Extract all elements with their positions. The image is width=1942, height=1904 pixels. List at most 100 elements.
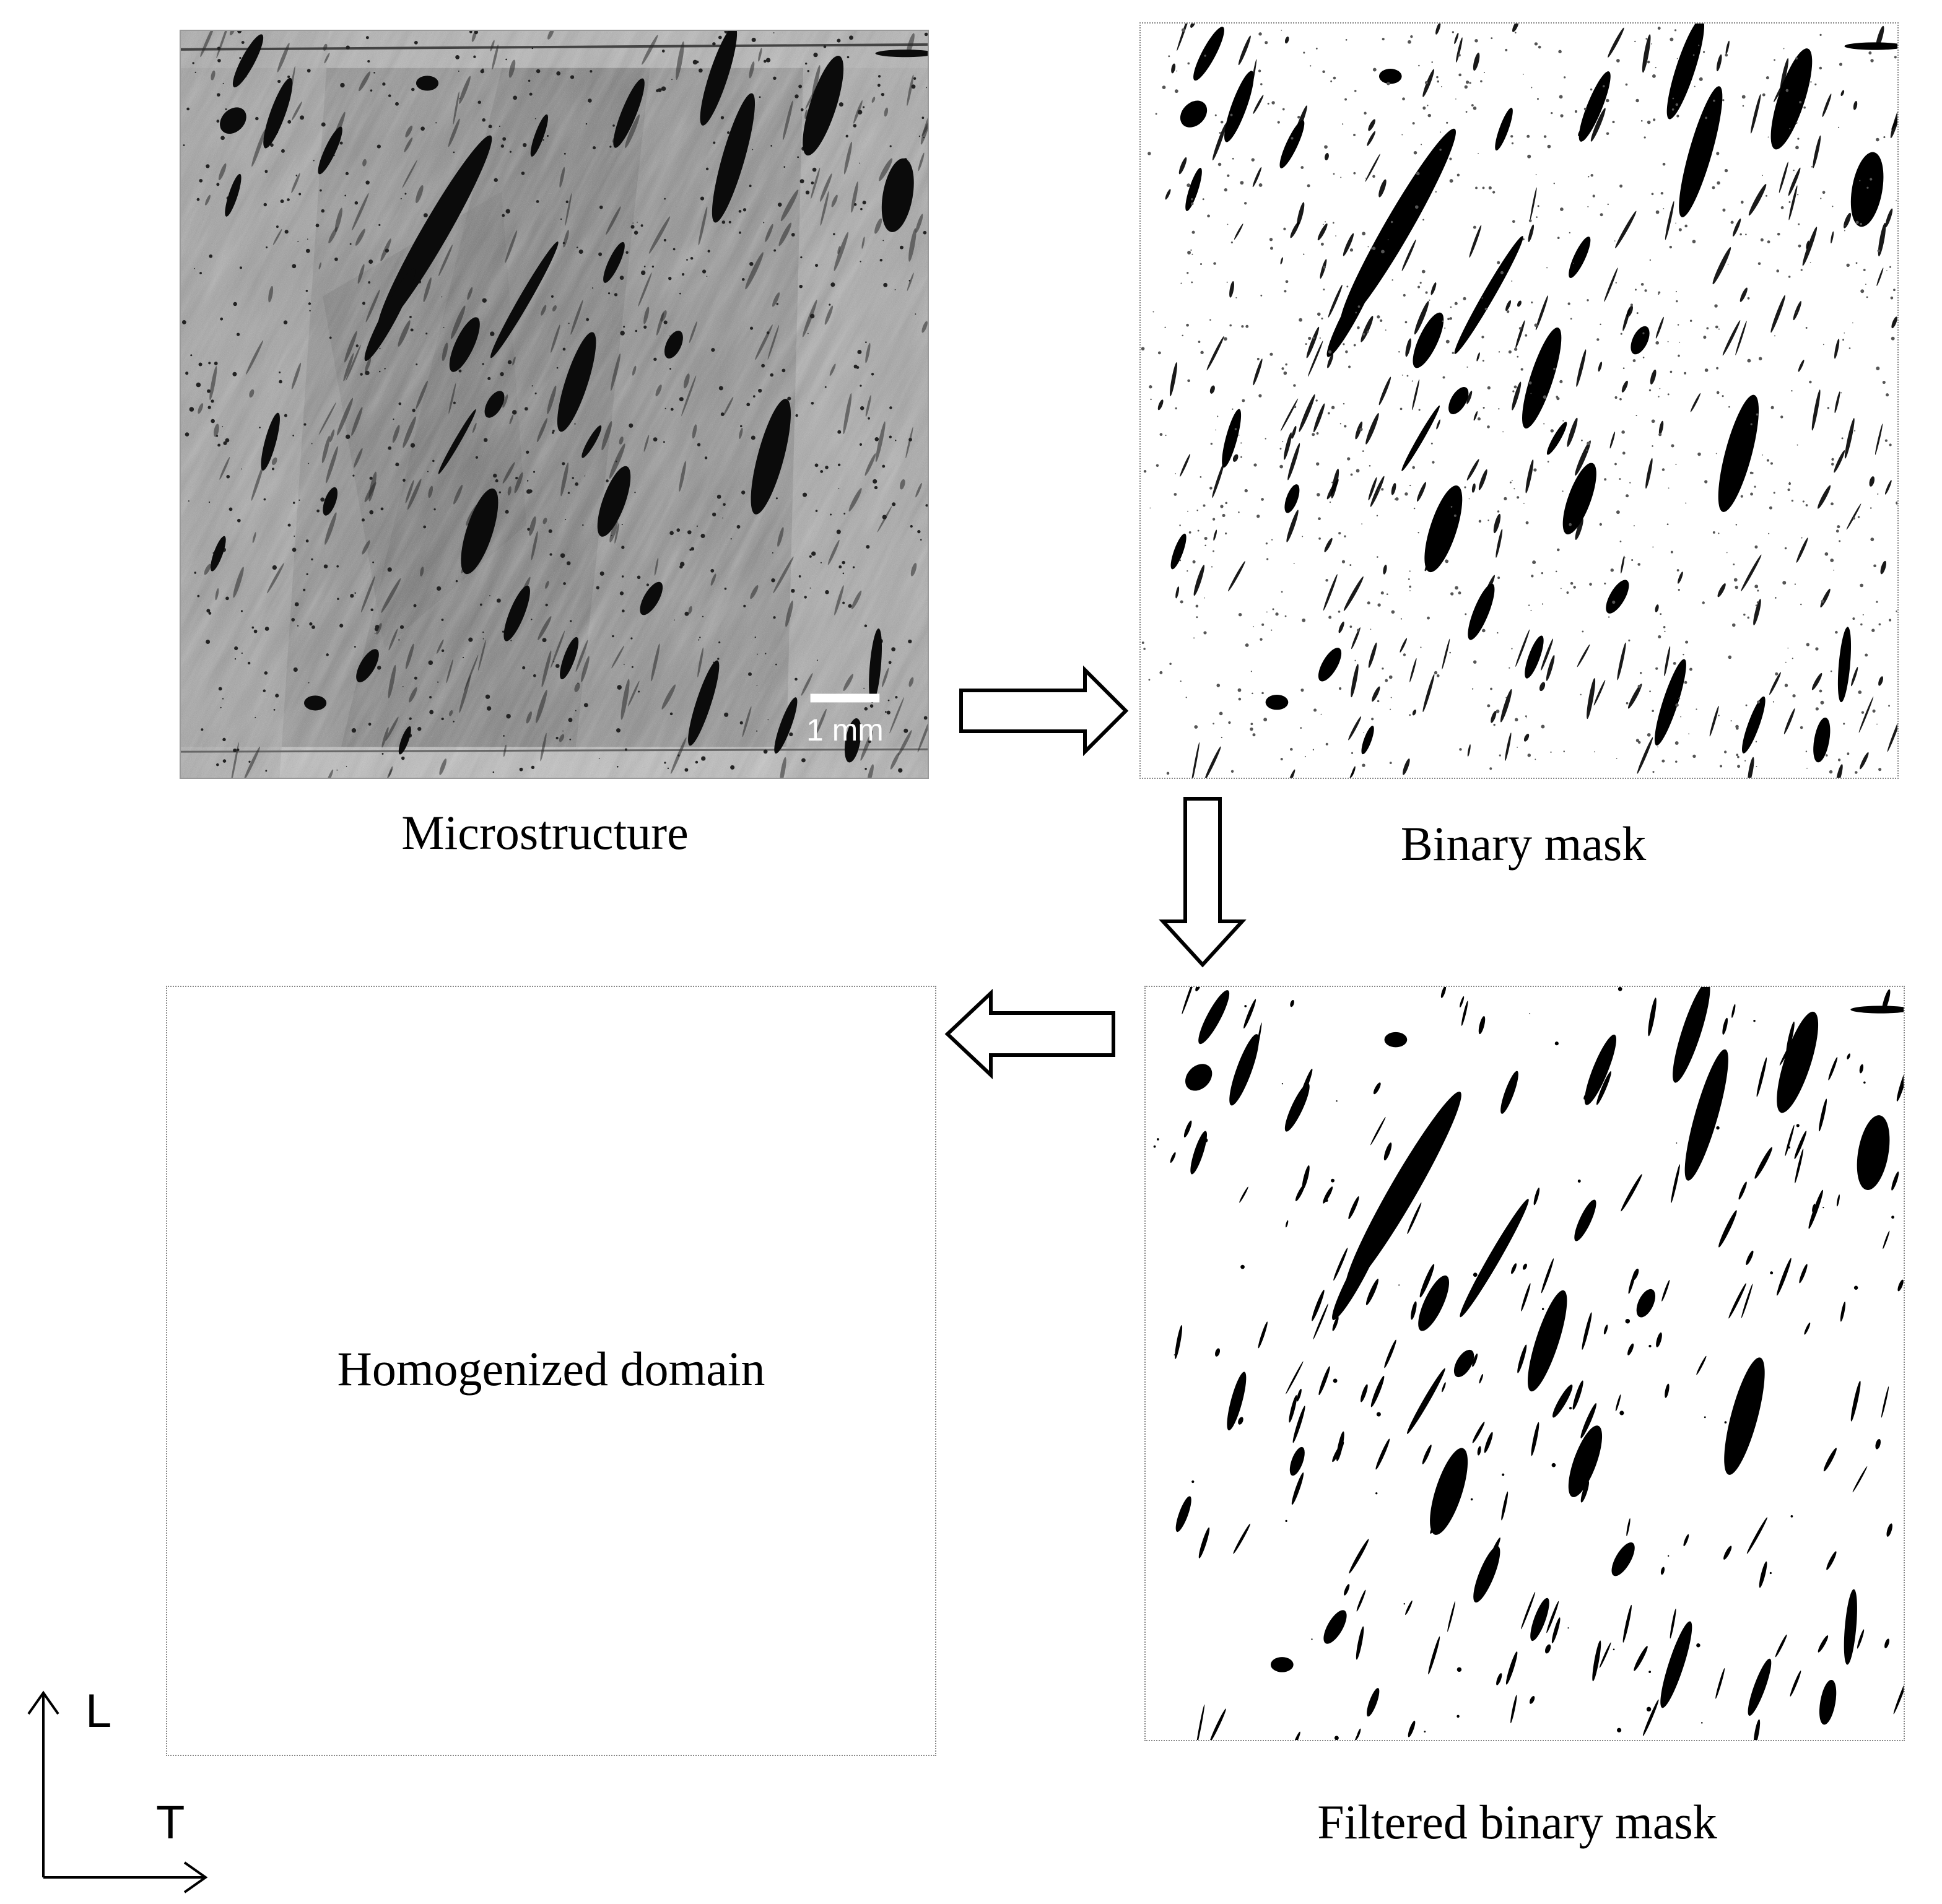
speckle-dot [1757, 589, 1759, 592]
speckle-dot [677, 754, 680, 757]
streak-shape [898, 730, 912, 756]
streak-shape [1604, 267, 1618, 302]
streak-shape [812, 65, 821, 98]
speckle-dot [869, 704, 874, 708]
streak-shape [381, 578, 401, 613]
speckle-dot [1829, 770, 1833, 774]
speckle-dot [387, 567, 392, 572]
streak-shape [1826, 1551, 1837, 1570]
streak-shape [536, 418, 548, 443]
speckle-dot [1143, 648, 1146, 650]
speckle-dot [1458, 591, 1461, 594]
streak-shape [1777, 1258, 1792, 1296]
speckle-dot [1293, 563, 1295, 565]
speckle-dot [874, 437, 879, 441]
streak-shape [874, 218, 882, 234]
speckle-dot [222, 698, 224, 700]
speckle-dot [1487, 425, 1490, 428]
streak-shape [551, 324, 560, 353]
speckle-dot [1191, 230, 1195, 234]
streak-shape [1572, 1380, 1583, 1410]
speckle-dot [468, 637, 473, 642]
speckle-dot [1452, 352, 1454, 354]
speckle-dot [1200, 350, 1204, 354]
speckle-dot [1791, 499, 1794, 502]
streak-shape [1858, 696, 1874, 733]
streak-shape [1836, 1194, 1840, 1207]
streak-shape [1875, 424, 1883, 455]
speckle-dot [1237, 688, 1242, 692]
speckle-dot [1168, 55, 1170, 58]
speckle-dot [707, 250, 710, 253]
speckle-dot [1209, 487, 1213, 490]
speckle-dot [1570, 318, 1572, 320]
speckle-dot [1253, 626, 1255, 628]
streak-shape [1885, 208, 1893, 228]
speckle-dot [395, 463, 399, 467]
speckle-dot [1835, 529, 1839, 533]
speckle-dot [1156, 464, 1159, 467]
speckle-dot [1344, 535, 1346, 537]
speckle-dot [1670, 370, 1673, 373]
speckle-dot [1614, 396, 1618, 399]
streak-shape [689, 321, 697, 343]
speckle-dot [1481, 336, 1484, 339]
streak-shape [1741, 554, 1762, 591]
speckle-dot [1559, 95, 1563, 99]
speckle-dot [492, 771, 495, 773]
speckle-dot [1740, 201, 1744, 204]
speckle-dot [512, 410, 517, 415]
speckle-dot [1465, 613, 1467, 615]
speckle-dot [1181, 28, 1185, 32]
streak-shape [1302, 1165, 1310, 1190]
speckle-dot [1244, 202, 1247, 205]
streak-shape [1621, 380, 1628, 393]
speckle-dot [1554, 1041, 1559, 1046]
speckle-dot [1370, 248, 1373, 250]
speckle-dot [1473, 660, 1477, 664]
speckle-dot [477, 100, 481, 104]
streak-shape [804, 110, 808, 120]
streak-shape [871, 97, 876, 103]
speckle-dot [549, 553, 552, 556]
speckle-dot [188, 500, 189, 502]
speckle-dot [1612, 600, 1616, 604]
streak-shape [1823, 1448, 1837, 1472]
streak-shape [848, 488, 862, 512]
streak-shape [291, 101, 302, 121]
speckle-dot [1449, 317, 1452, 320]
speckle-dot [337, 598, 339, 600]
streak-shape [1430, 282, 1437, 295]
speckle-dot [1193, 637, 1195, 639]
speckle-dot [287, 523, 291, 527]
streak-shape [291, 362, 302, 389]
speckle-dot [915, 313, 917, 315]
speckle-dot [663, 441, 665, 443]
speckle-dot [562, 347, 566, 351]
speckle-dot [1745, 233, 1747, 235]
speckle-dot [767, 719, 769, 721]
speckle-dot [1550, 751, 1552, 753]
speckle-dot [494, 178, 498, 182]
streak-shape [1351, 766, 1356, 777]
speckle-dot [370, 608, 374, 612]
streak-shape [318, 402, 337, 435]
speckle-dot [1455, 586, 1458, 590]
speckle-dot [218, 687, 222, 691]
pore-shape [1222, 409, 1242, 468]
pore-shape [503, 585, 530, 641]
speckle-dot [1162, 85, 1166, 89]
speckle-dot [351, 728, 357, 733]
streak-shape [1770, 295, 1785, 333]
streak-shape [1822, 93, 1832, 117]
speckle-dot [1362, 450, 1364, 452]
speckle-dot [843, 513, 846, 515]
streak-shape [780, 189, 799, 222]
speckle-dot [1669, 245, 1673, 249]
pore-shape [1584, 1034, 1616, 1105]
pore-shape [1418, 1275, 1450, 1331]
streak-shape [243, 746, 261, 778]
pore-shape [1279, 120, 1305, 168]
streak-shape [1291, 1472, 1304, 1505]
